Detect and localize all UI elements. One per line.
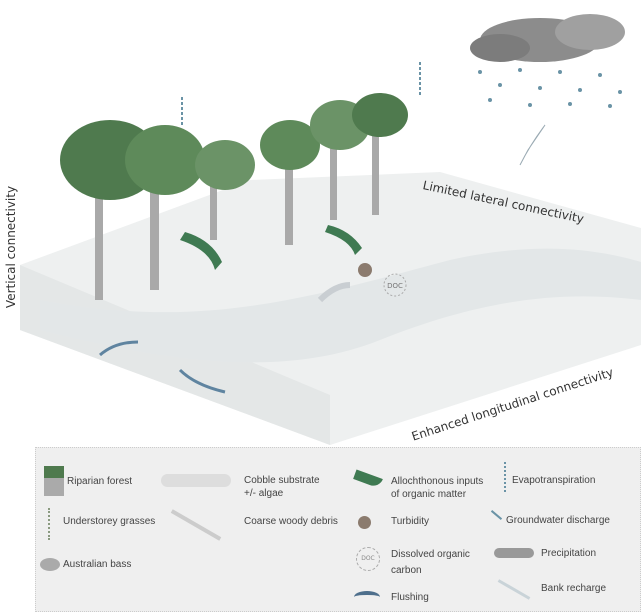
australian-bass-icon [40, 558, 60, 571]
legend-flushing: Flushing [391, 592, 429, 603]
legend-evapotranspiration: Evapotranspiration [512, 475, 596, 486]
allochthonous-input-arrow [325, 225, 362, 255]
vertical-connectivity-label: Vertical connectivity [4, 185, 19, 309]
turbidity-icon [358, 516, 371, 529]
doc-label: DOC [387, 282, 403, 290]
flushing-arrow [317, 282, 351, 303]
legend-allochthonous-line2: of organic matter [391, 489, 467, 500]
allochthonous-inputs-icon [353, 469, 383, 489]
doc-legend-icon: DOC [356, 547, 380, 571]
legend-bank-recharge: Bank recharge [541, 583, 607, 594]
evapotranspiration-icon [504, 462, 508, 492]
groundwater-discharge-icon [490, 510, 503, 520]
legend-precipitation: Precipitation [541, 548, 597, 559]
bank-recharge-icon [497, 579, 531, 600]
legend: Riparian forest Understorey grasses Aust… [35, 447, 641, 612]
cloud-icon [470, 14, 625, 62]
river-channel [40, 248, 641, 363]
doc-icon [383, 273, 407, 297]
legend-australian-bass: Australian bass [63, 559, 132, 570]
legend-understorey-grasses: Understorey grasses [63, 516, 156, 527]
rain-icon [478, 68, 622, 108]
legend-doc-line1: Dissolved organic [391, 549, 470, 560]
legend-coarse-woody-debris: Coarse woody debris [244, 516, 338, 527]
groundwater-arrow [178, 368, 226, 394]
legend-cobble-line1: Cobble substrate [244, 475, 320, 486]
flushing-icon [354, 591, 380, 603]
precipitation-icon [494, 548, 534, 558]
legend-riparian-forest: Riparian forest [67, 476, 133, 487]
understorey-grasses-icon [48, 508, 62, 540]
legend-doc-line2: carbon [391, 565, 422, 576]
riparian-trees-right [260, 93, 408, 245]
bank-recharge-arrow [519, 124, 546, 166]
legend-turbidity: Turbidity [391, 516, 429, 527]
riparian-trees-left [60, 120, 255, 300]
coarse-woody-debris-icon [170, 509, 222, 541]
turbidity-icon [358, 263, 372, 277]
legend-groundwater-discharge: Groundwater discharge [506, 515, 610, 526]
groundwater-arrow [99, 340, 139, 357]
allochthonous-input-arrow [180, 232, 222, 270]
legend-cobble-line2: +/- algae [244, 488, 284, 499]
legend-allochthonous-line1: Allochthonous inputs [391, 476, 484, 487]
riparian-forest-icon [44, 466, 64, 496]
cobble-substrate-icon [161, 474, 231, 487]
